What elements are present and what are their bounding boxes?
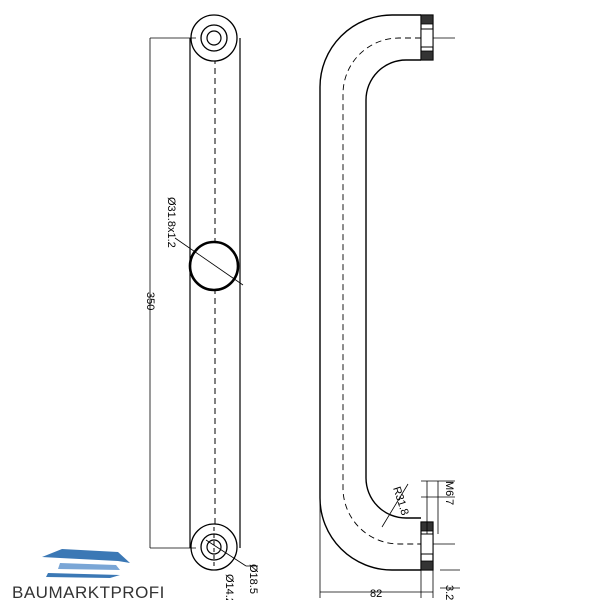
side-view [319, 14, 460, 598]
dim-tube-diameter: Ø31.8x1.2 [165, 197, 177, 248]
dim-rose-inner: Ø14.2 [223, 574, 235, 600]
top-rose [190, 14, 238, 62]
brand-logo: BAUMARKTPROFI [12, 549, 165, 600]
tube-section [188, 240, 240, 292]
dim-bend-radius: R31.8 [390, 485, 410, 517]
dim-length: 350 [144, 292, 156, 310]
logo-roof-icon [42, 549, 130, 563]
dim-projection: 82 [370, 588, 382, 600]
brand-name: BAUMARKTPROFI [12, 583, 165, 600]
front-view [149, 14, 258, 571]
dim-rose-outer: Ø18.5 [247, 564, 259, 594]
bottom-rose [190, 523, 238, 571]
dim-rose-thickness: 3.2 [443, 585, 455, 600]
dim-thread-depth: 7 [443, 499, 455, 505]
dim-thread: M6 [443, 481, 455, 496]
